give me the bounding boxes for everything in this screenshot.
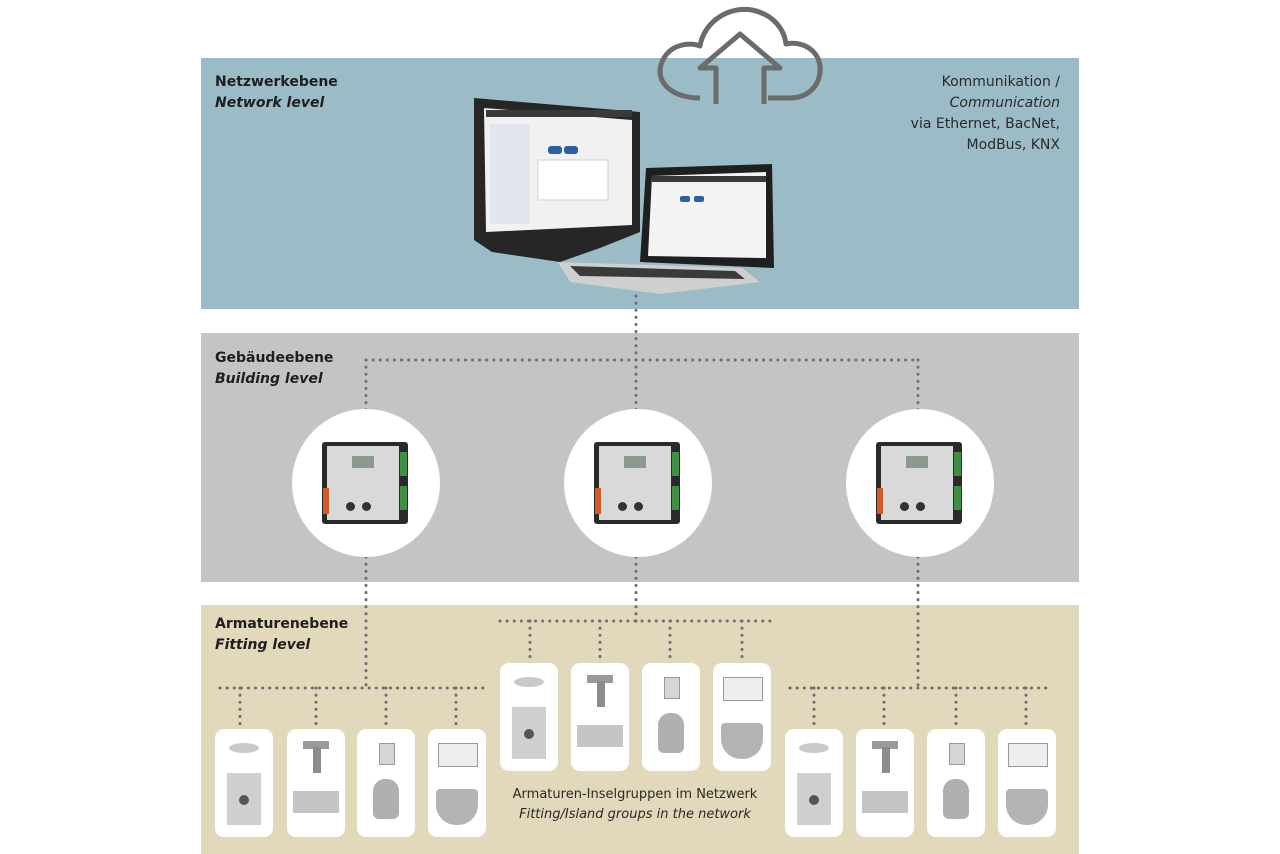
controller-unit-icon <box>322 442 408 524</box>
laptop-icon <box>558 164 774 294</box>
groups-caption-en: Fitting/Island groups in the network <box>519 807 751 822</box>
cloud-upload-icon <box>657 6 823 104</box>
wc-tile <box>428 729 486 837</box>
controller-node-1 <box>292 409 440 557</box>
fitting-level-de: Armaturenebene <box>215 616 349 632</box>
washbasin-tile <box>571 663 629 771</box>
communication-line-1: Kommunikation / <box>941 74 1060 90</box>
shower-tile <box>215 729 273 837</box>
network-level-label: Netzwerkebene Network level <box>215 72 338 114</box>
desktop-monitor-icon <box>474 98 640 262</box>
building-level-label: Gebäudeebene Building level <box>215 348 333 390</box>
urinal-tile <box>927 729 985 837</box>
controller-unit-icon <box>876 442 962 524</box>
communication-note: Kommunikation / Communication via Ethern… <box>911 72 1060 156</box>
communication-line-3: via Ethernet, BacNet, <box>910 116 1060 132</box>
urinal-tile <box>357 729 415 837</box>
controller-node-3 <box>846 409 994 557</box>
building-level-en: Building level <box>215 371 323 387</box>
washbasin-tile <box>856 729 914 837</box>
wc-tile <box>998 729 1056 837</box>
network-level-en: Network level <box>215 95 325 111</box>
communication-line-4: ModBus, KNX <box>966 137 1060 153</box>
shower-tile <box>785 729 843 837</box>
shower-tile <box>500 663 558 771</box>
urinal-tile <box>642 663 700 771</box>
fitting-level-label: Armaturenebene Fitting level <box>215 614 348 656</box>
controller-node-2 <box>564 409 712 557</box>
building-level-de: Gebäudeebene <box>215 350 334 366</box>
fitting-level-en: Fitting level <box>215 637 311 653</box>
controller-unit-icon <box>594 442 680 524</box>
groups-caption-de: Armaturen-Inselgruppen im Netzwerk <box>512 787 758 802</box>
connector-lines <box>218 294 1054 730</box>
washbasin-tile <box>287 729 345 837</box>
wc-tile <box>713 663 771 771</box>
communication-line-2: Communication <box>949 95 1060 111</box>
network-level-de: Netzwerkebene <box>215 74 338 90</box>
